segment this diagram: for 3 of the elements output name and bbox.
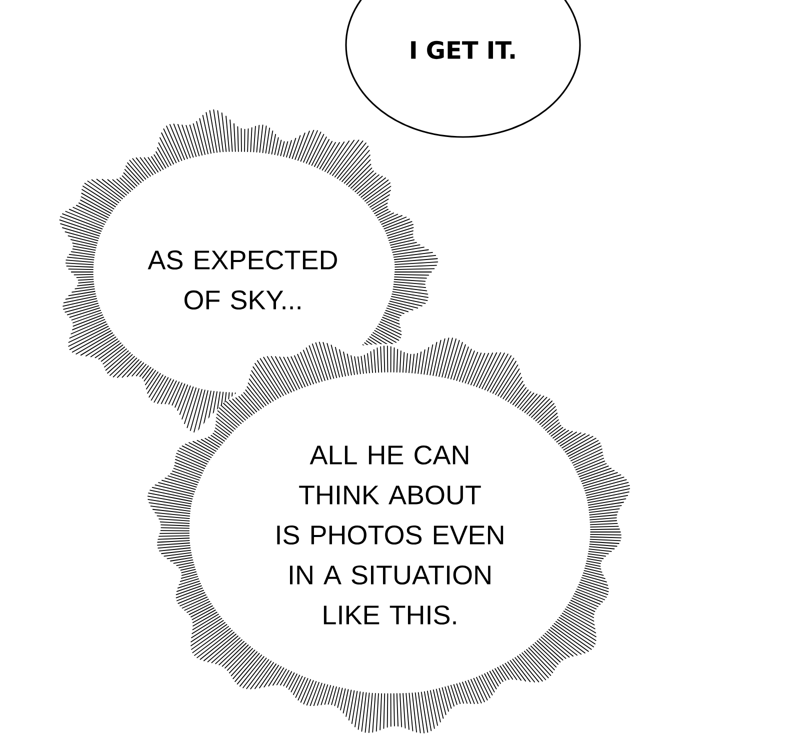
speech-bubble: I GET IT.	[345, 0, 581, 138]
node-label: ALL HE CAN THINK ABOUT IS PHOTOS EVEN IN A SITUATION LIKE THIS.	[277, 445, 504, 625]
thought-bubble: ALL HE CAN THINK ABOUT IS PHOTOS EVEN IN A SITUATION LIKE THIS.	[147, 338, 630, 734]
